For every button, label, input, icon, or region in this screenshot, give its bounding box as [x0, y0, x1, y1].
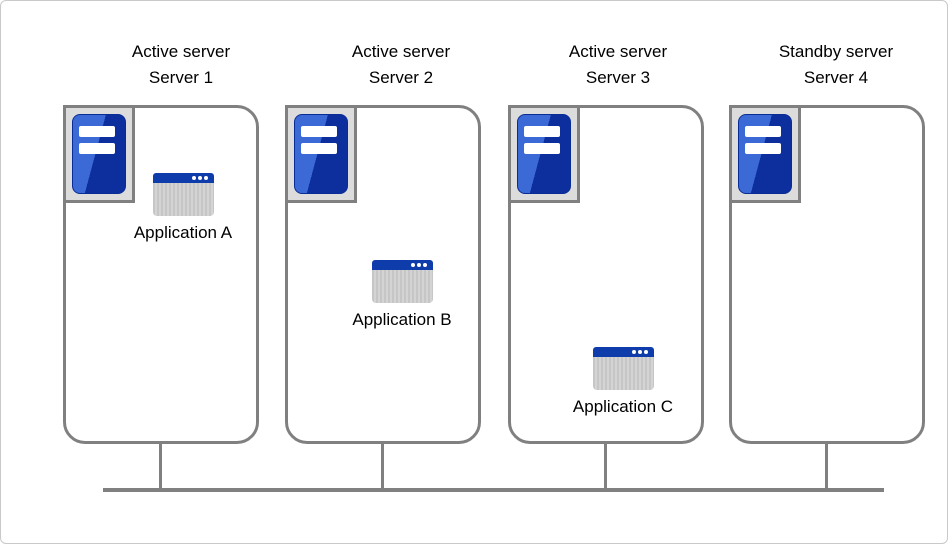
server-group-2: Active server Server 2 Application B	[285, 1, 482, 543]
server-tower	[72, 114, 126, 194]
app-label: Application B	[352, 310, 452, 329]
app-label: Application A	[133, 223, 233, 242]
application-b: Application B	[322, 260, 482, 330]
window-dots-icon	[422, 263, 427, 267]
server-title: Active server Server 1	[83, 39, 279, 91]
server-title: Active server Server 3	[520, 39, 716, 91]
window-dots-icon	[203, 176, 208, 180]
application-c: Application C	[543, 347, 703, 417]
server-slot-bar	[745, 126, 781, 137]
server-tower	[517, 114, 571, 194]
connector-line	[381, 444, 384, 490]
server-tower-icon	[63, 105, 135, 203]
server-name-label: Server 2	[368, 68, 434, 87]
server-name-label: Server 4	[803, 68, 869, 87]
app-window-body	[371, 270, 433, 303]
server-group-4: Standby server Server 4	[729, 1, 925, 543]
server-tower-icon	[508, 105, 580, 203]
server-role-label: Active server	[568, 42, 668, 61]
application-a: Application A	[103, 173, 263, 243]
app-window-icon	[592, 347, 654, 390]
connector-line	[825, 444, 828, 490]
server-slot-bar	[524, 126, 560, 137]
server-role-label: Active server	[351, 42, 451, 61]
app-label: Application C	[572, 397, 674, 416]
server-tower	[294, 114, 348, 194]
app-window-body	[152, 183, 214, 216]
server-slot-bar	[524, 143, 560, 154]
server-group-1: Active server Server 1 Application A	[63, 1, 259, 543]
server-slot-bar	[301, 126, 337, 137]
connector-line	[604, 444, 607, 490]
server-role-label: Standby server	[778, 42, 894, 61]
app-window-titlebar	[371, 260, 433, 270]
server-tower-icon	[285, 105, 357, 203]
app-window-titlebar	[592, 347, 654, 357]
server-slot-bar	[79, 143, 115, 154]
server-slot-bar	[79, 126, 115, 137]
connector-line	[159, 444, 162, 490]
app-window-body	[592, 357, 654, 390]
server-slot-bar	[301, 143, 337, 154]
server-title: Active server Server 2	[303, 39, 499, 91]
server-tower-icon	[729, 105, 801, 203]
server-slot-bar	[745, 143, 781, 154]
app-window-icon	[152, 173, 214, 216]
server-title: Standby server Server 4	[738, 39, 934, 91]
server-box	[729, 105, 925, 444]
network-bus-line	[103, 488, 884, 492]
server-name-label: Server 1	[148, 68, 214, 87]
server-name-label: Server 3	[585, 68, 651, 87]
app-window-titlebar	[152, 173, 214, 183]
server-role-label: Active server	[131, 42, 231, 61]
window-dots-icon	[643, 350, 648, 354]
server-group-3: Active server Server 3 Application C	[508, 1, 704, 543]
app-window-icon	[371, 260, 433, 303]
server-tower	[738, 114, 792, 194]
